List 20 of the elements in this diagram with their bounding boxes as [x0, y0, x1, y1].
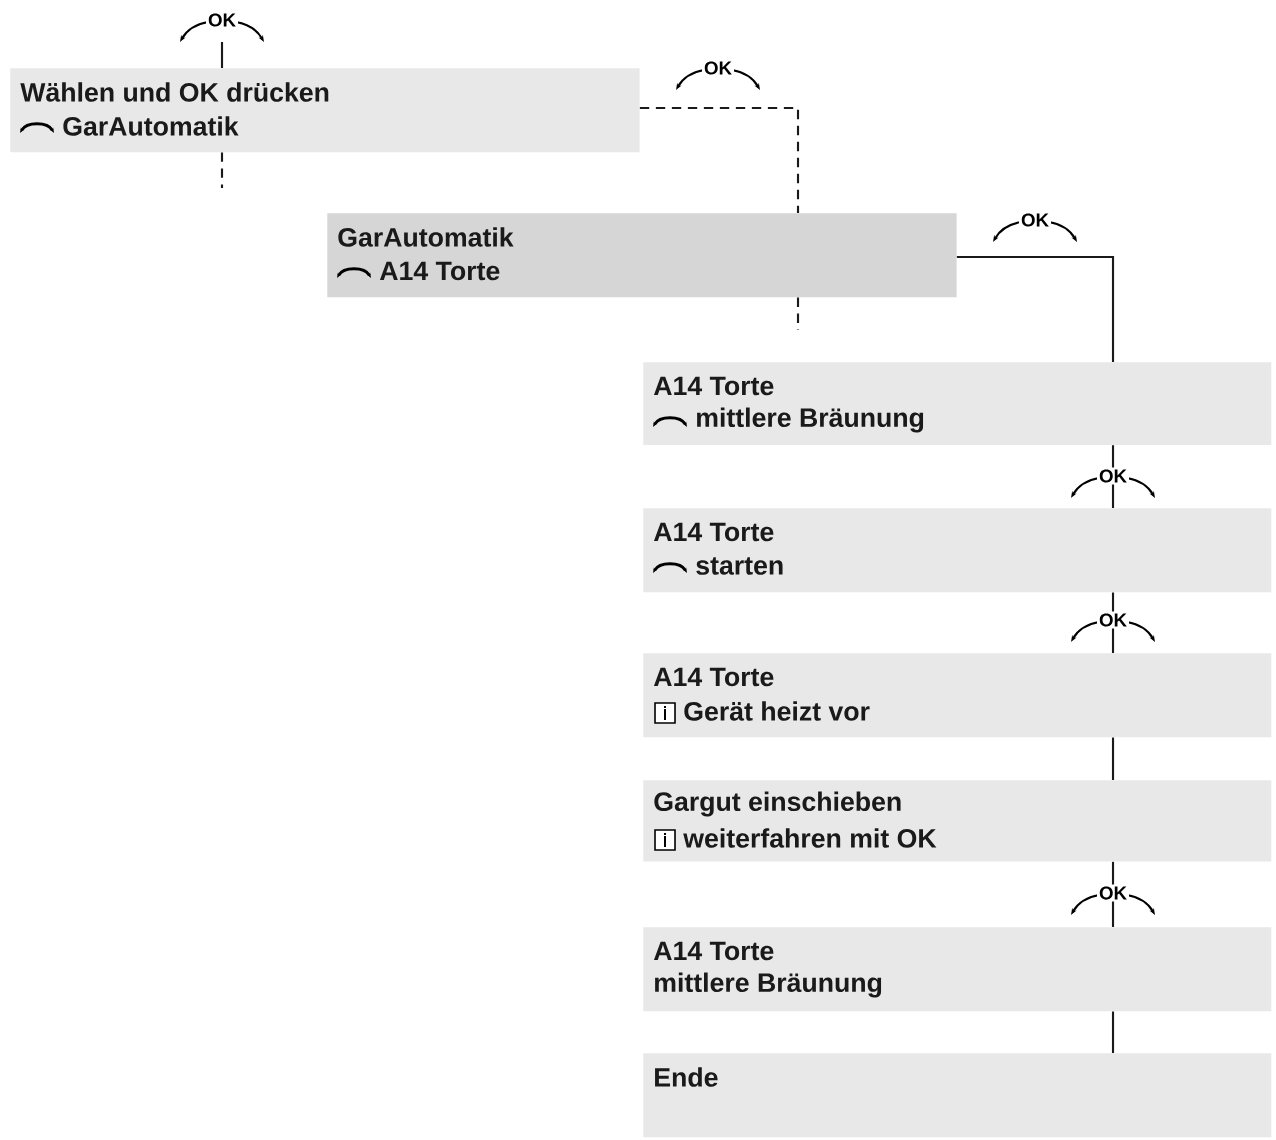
edge-label: OK	[702, 59, 734, 77]
display-box: GarAutomatik A14 Torte	[327, 213, 957, 298]
edge-label: OK	[1097, 467, 1129, 485]
connector-line	[639, 106, 800, 213]
connector-line	[220, 42, 224, 68]
edge-label: OK	[1019, 211, 1051, 229]
display-box: Gargut einschieben weiterfahren mit OK	[643, 780, 1272, 862]
edge-label: OK	[1097, 884, 1129, 902]
connector-line	[220, 152, 224, 188]
connector-line	[1111, 737, 1115, 780]
edge-label: OK	[1097, 611, 1129, 629]
display-box: A14 Torte Gerät heizt vor	[643, 653, 1272, 738]
display-box: A14 Torte starten	[643, 508, 1272, 593]
connector-line	[1111, 1011, 1115, 1053]
connector-line	[956, 255, 1115, 362]
display-box: A14 Torte mittlere Bräunung	[643, 927, 1272, 1012]
display-box: Ende	[643, 1053, 1272, 1138]
edge-label: OK	[206, 11, 238, 29]
display-box: Wählen und OK drücken GarAutomatik	[10, 68, 640, 153]
display-box: A14 Torte mittlere Bräunung	[643, 362, 1272, 445]
